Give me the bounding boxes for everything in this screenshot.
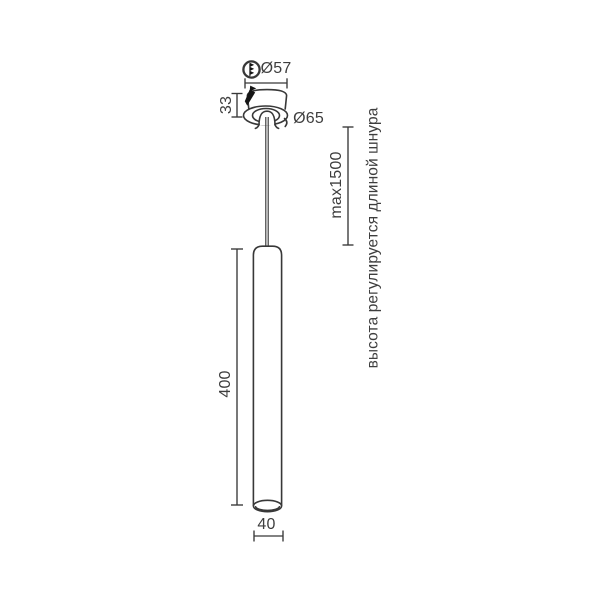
canopy-clip-tip <box>249 85 257 92</box>
dim-cord-max-length <box>342 126 354 246</box>
canopy-spring-clip <box>244 89 256 106</box>
label-tube-length: 400 <box>216 370 234 398</box>
dim-canopy-top-diameter <box>244 78 288 89</box>
dim-tube-diameter <box>253 530 284 542</box>
cord-adjustment-icon <box>242 60 261 79</box>
label-canopy-diameter: Ø65 <box>293 110 324 127</box>
label-canopy-height: 33 <box>218 95 235 115</box>
tube-drawing <box>252 245 283 513</box>
dim-canopy-height <box>231 92 243 118</box>
dim-tube-length <box>231 248 243 506</box>
label-cord-max-length: max1500 <box>328 151 345 219</box>
pendant-cord <box>265 117 269 247</box>
label-tube-diameter: 40 <box>257 516 276 533</box>
label-height-adjust-note: высота регулируется длиной шнура <box>364 107 382 369</box>
canopy-drawing <box>242 85 289 130</box>
label-canopy-top-diameter: Ø57 <box>260 60 292 77</box>
